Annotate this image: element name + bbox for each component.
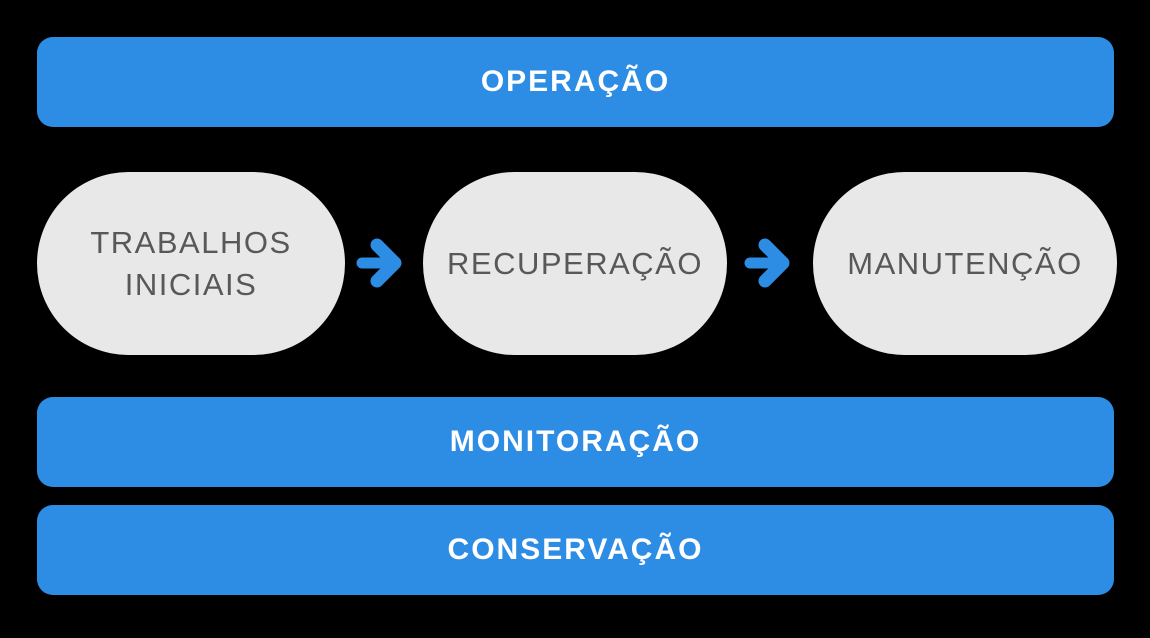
stage-manutencao: MANUTENÇÃO bbox=[813, 172, 1117, 355]
conservacao-bar: CONSERVAÇÃO bbox=[37, 505, 1114, 595]
conservacao-bar-label: CONSERVAÇÃO bbox=[447, 533, 704, 566]
stage-recuperacao-label: RECUPERAÇÃO bbox=[447, 245, 703, 281]
stage-recuperacao: RECUPERAÇÃO bbox=[423, 172, 727, 355]
operacao-bar: OPERAÇÃO bbox=[37, 37, 1114, 127]
stage-manutencao-label: MANUTENÇÃO bbox=[847, 245, 1083, 281]
right-arrow-icon bbox=[743, 237, 795, 289]
operacao-bar-label: OPERAÇÃO bbox=[480, 65, 671, 98]
monitoracao-bar-label: MONITORAÇÃO bbox=[449, 425, 702, 458]
right-arrow-icon bbox=[355, 237, 407, 289]
stage-trabalhos-iniciais-label: TRABALHOS INICIAIS bbox=[90, 224, 292, 302]
stage-trabalhos-iniciais: TRABALHOS INICIAIS bbox=[37, 172, 345, 355]
monitoracao-bar: MONITORAÇÃO bbox=[37, 397, 1114, 487]
